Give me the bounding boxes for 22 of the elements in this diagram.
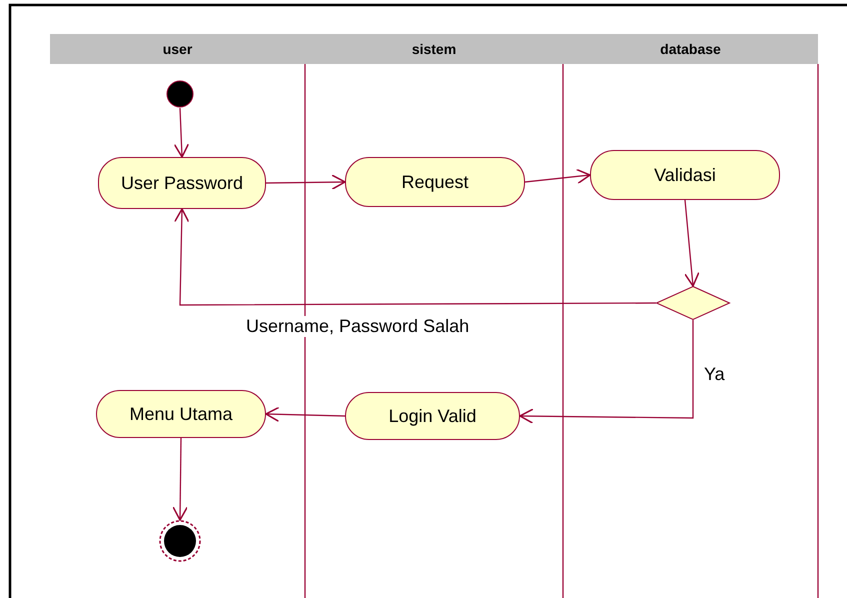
- arrow: [265, 406, 346, 422]
- activity-box: [98, 157, 266, 209]
- swimlane-title: user: [162, 40, 194, 59]
- activity-label: User Password: [120, 172, 244, 194]
- activity-label: Login Valid: [388, 406, 478, 426]
- arrow: [174, 108, 190, 158]
- edge-label: Username, Password Salah: [245, 316, 470, 337]
- activity-label: Menu Utama: [128, 404, 234, 424]
- activity-box: [590, 150, 780, 200]
- activity-box: [96, 390, 266, 438]
- activity-box: [345, 157, 525, 207]
- arrow: [524, 168, 591, 184]
- arrow: [174, 208, 656, 306]
- activity-label: Request: [400, 172, 470, 192]
- swimlane-title: sistem: [410, 40, 458, 59]
- activity-label: Validasi: [653, 164, 717, 186]
- arrow: [266, 174, 346, 190]
- arrow: [519, 320, 694, 424]
- arrow: [684, 200, 700, 287]
- arrow: [172, 438, 188, 521]
- swimlane-title: database: [659, 40, 722, 59]
- activity-box: [345, 392, 520, 440]
